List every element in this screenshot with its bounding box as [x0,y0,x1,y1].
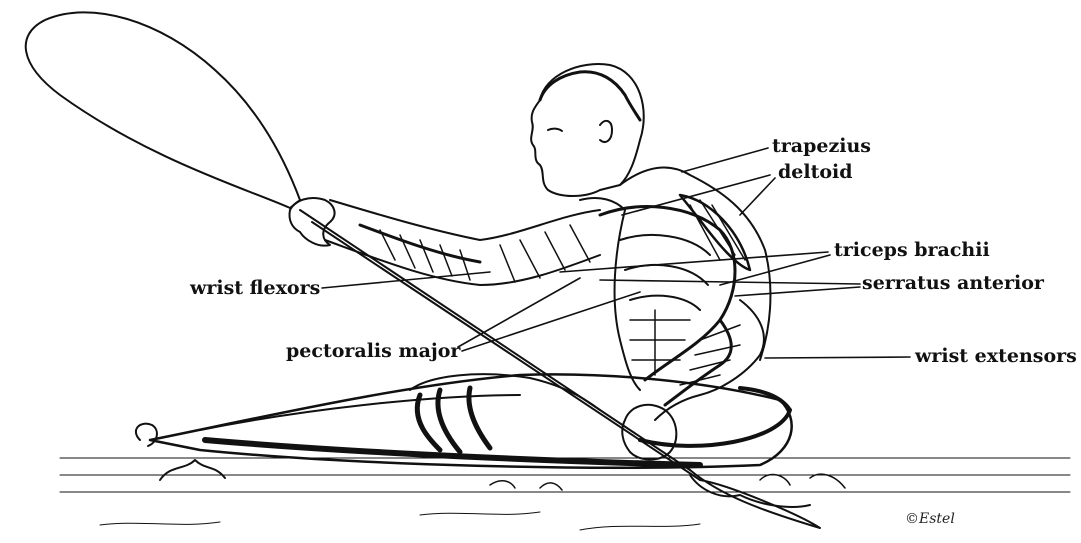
label-pectoralis-major: pectoralis major [286,342,460,361]
serratus-leader-2 [735,287,860,296]
trapezius-leader [682,148,768,172]
lead-arm [289,198,600,285]
label-trapezius: trapezius [772,137,871,156]
label-wrist-extensors: wrist extensors [915,347,1077,366]
pectoralis-leader-2 [462,292,640,351]
label-wrist-flexors: wrist flexors [190,279,320,298]
label-triceps-brachii: triceps brachii [834,241,990,260]
kayak-hull [136,374,792,468]
wrist-extensors-leader [765,357,910,358]
label-serratus-anterior: serratus anterior [862,274,1044,293]
pectoralis-leader-1 [458,278,580,347]
deltoid-leader-2 [740,178,775,215]
artist-signature: ©Estel [905,511,955,527]
head [531,64,644,196]
deltoid-leader-1 [622,175,770,215]
paddle-blade [26,12,300,208]
label-deltoid: deltoid [778,163,853,182]
serratus-leader-1 [600,280,860,284]
